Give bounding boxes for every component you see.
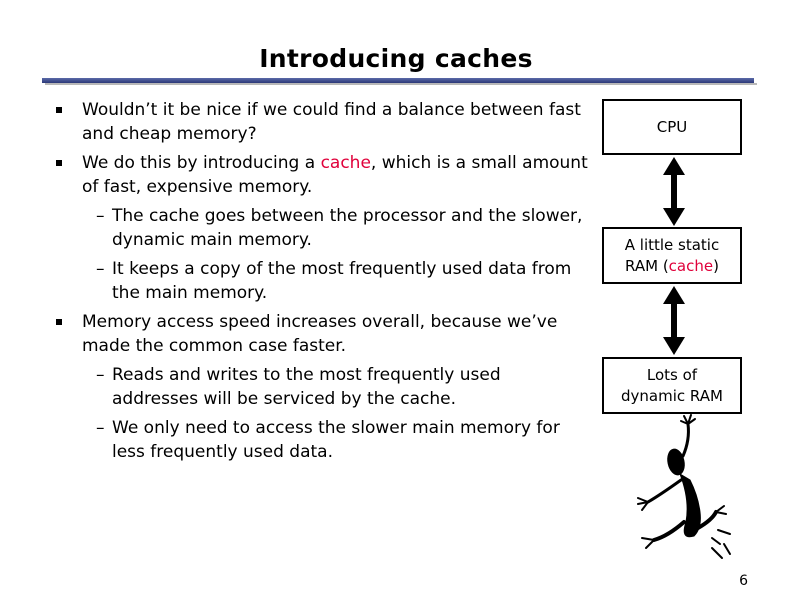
dash-bullet-icon: – bbox=[96, 259, 105, 279]
dash-bullet-icon: – bbox=[96, 365, 105, 385]
dash-bullet-icon: – bbox=[96, 206, 105, 226]
sub-bullet-item: – We only need to access the slower main… bbox=[52, 416, 592, 464]
bullet-text: Memory access speed increases overall, b… bbox=[82, 312, 558, 356]
bullet-item: We do this by introducing a cache, which… bbox=[52, 151, 592, 199]
slide-title: Introducing caches bbox=[259, 44, 533, 73]
dancing-figure-icon bbox=[637, 414, 731, 559]
sub-bullet-text: The cache goes between the processor and… bbox=[112, 206, 583, 250]
square-bullet-icon bbox=[56, 319, 62, 325]
sram-label-post: ) bbox=[713, 256, 719, 275]
bullet-item: Wouldn’t it be nice if we could find a b… bbox=[52, 98, 592, 146]
bullet-text-post: , which is a small amount of fast, expen… bbox=[82, 153, 588, 197]
dynamic-ram-box: Lots of dynamic RAM bbox=[602, 357, 742, 414]
double-arrow-icon bbox=[663, 286, 685, 355]
title-rule-shadow bbox=[45, 83, 757, 85]
bullet-text-pre: We do this by introducing a bbox=[82, 153, 321, 173]
sub-bullet-item: – It keeps a copy of the most frequently… bbox=[52, 257, 592, 305]
dram-label-line1: Lots of bbox=[646, 365, 698, 384]
double-arrow-icon bbox=[663, 157, 685, 226]
square-bullet-icon bbox=[56, 160, 62, 166]
sram-label-line1: A little static bbox=[624, 235, 720, 254]
page-number: 6 bbox=[739, 573, 748, 589]
cache-highlight: cache bbox=[320, 153, 371, 173]
sub-bullet-text: We only need to access the slower main m… bbox=[112, 418, 560, 462]
cache-highlight: cache bbox=[668, 256, 714, 275]
cpu-box: CPU bbox=[602, 99, 742, 155]
square-bullet-icon bbox=[56, 107, 62, 113]
sram-label-line2: RAM (cache) bbox=[625, 256, 719, 277]
dash-bullet-icon: – bbox=[96, 418, 105, 438]
static-ram-cache-box: A little static RAM (cache) bbox=[602, 227, 742, 284]
title-rule bbox=[42, 78, 754, 83]
bullet-list: Wouldn’t it be nice if we could find a b… bbox=[52, 98, 592, 469]
sub-bullet-text: It keeps a copy of the most frequently u… bbox=[112, 259, 572, 303]
sram-label-pre: RAM ( bbox=[625, 256, 669, 275]
cpu-label: CPU bbox=[656, 117, 688, 136]
bullet-item: Memory access speed increases overall, b… bbox=[52, 310, 592, 358]
sub-bullet-text: Reads and writes to the most frequently … bbox=[112, 365, 501, 409]
dram-label-line2: dynamic RAM bbox=[621, 386, 723, 405]
sub-bullet-item: – Reads and writes to the most frequentl… bbox=[52, 363, 592, 411]
sub-bullet-item: – The cache goes between the processor a… bbox=[52, 204, 592, 252]
bullet-text: Wouldn’t it be nice if we could find a b… bbox=[82, 100, 581, 144]
